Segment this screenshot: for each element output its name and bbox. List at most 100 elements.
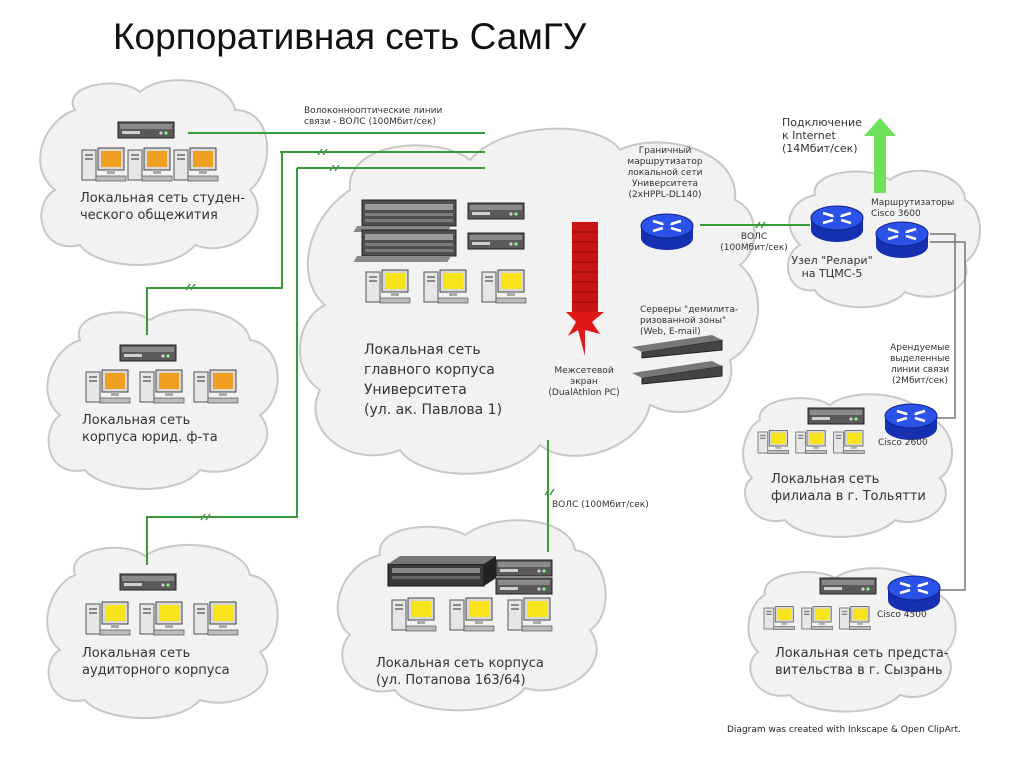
text-line: Университета <box>631 179 699 189</box>
text-line: (14Мбит/сек) <box>782 142 858 155</box>
text-line: аудиторного корпуса <box>82 663 230 678</box>
text-line: Волоконнооптические линии <box>304 106 443 116</box>
server-icon <box>387 556 496 587</box>
text-line: ризованной зоны" <box>640 316 727 326</box>
workstation-icon <box>757 430 790 455</box>
workstation-icon <box>193 369 239 404</box>
workstation-icon <box>507 597 553 632</box>
workstation-icon <box>795 430 827 455</box>
credit-text: Diagram was created with Inkscape & Open… <box>727 725 961 735</box>
workstation-icon <box>481 269 527 304</box>
workstation-icon <box>127 147 173 182</box>
server-icon <box>632 361 723 385</box>
server-icon <box>119 573 177 591</box>
page-title: Корпоративная сеть СамГУ <box>113 16 587 57</box>
text-line: Маршрутизаторы <box>871 198 955 208</box>
text-line: Граничный <box>638 146 692 156</box>
server-icon <box>495 577 553 595</box>
text-line: экран <box>570 377 598 387</box>
togliatti-label: Локальная сеть филиала в г. Тольятти <box>771 471 926 505</box>
text-line: связи - ВОЛС (100Мбит/сек) <box>304 117 437 127</box>
workstation-icon <box>85 601 131 636</box>
workstation-icon <box>139 369 185 404</box>
server-icon <box>807 407 865 425</box>
text-line: (ул. Потапова 163/64) <box>376 673 526 688</box>
text-line: вительства в г. Сызрань <box>775 663 943 678</box>
vols-bottom-label: ВОЛС (100Мбит/сек) <box>552 500 649 510</box>
server-icon <box>819 577 877 595</box>
text-line: к Internet <box>782 129 836 142</box>
auditorium-label: Локальная сеть аудиторного корпуса <box>82 645 230 679</box>
internet-arrow-icon <box>864 118 896 193</box>
routers-label: Маршрутизаторы Cisco 3600 <box>871 198 954 220</box>
firewall-icon <box>566 222 604 356</box>
text-line: Университета <box>364 382 467 398</box>
text-line: Cisco 3600 <box>871 209 921 219</box>
text-line: (DualAthlon PC) <box>548 388 620 398</box>
server-icon <box>119 344 177 362</box>
law-label: Локальная сеть корпуса юрид. ф-та <box>82 412 218 446</box>
text-line: выделенные <box>890 354 950 364</box>
workstation-icon <box>833 430 865 455</box>
router-icon <box>639 212 695 252</box>
router-icon <box>886 574 942 614</box>
firewall-label: Межсетевой экран (DualAthlon PC) <box>540 366 628 399</box>
border-router-label: Граничный маршрутизатор локальной сети У… <box>624 146 706 201</box>
text-line: (Web, E-mail) <box>640 327 701 337</box>
workstation-icon <box>449 597 495 632</box>
server-icon <box>467 202 525 220</box>
text-line: Локальная сеть <box>771 472 880 487</box>
text-line: Локальная сеть корпуса <box>376 656 544 671</box>
text-line: ческого общежития <box>80 208 218 223</box>
text-line: (100Мбит/сек) <box>720 243 788 253</box>
dorm-label: Локальная сеть студен- ческого общежития <box>80 190 245 224</box>
workstation-icon <box>139 601 185 636</box>
text-line: Межсетевой <box>554 366 614 376</box>
fiber-lines <box>146 132 810 565</box>
server-icon <box>495 559 553 577</box>
text-line: главного корпуса <box>364 362 495 378</box>
text-line: Серверы "демилита- <box>640 305 739 315</box>
workstation-icon <box>423 269 469 304</box>
workstation-icon <box>81 147 127 182</box>
text-line: корпуса юрид. ф-та <box>82 430 218 445</box>
cisco4500-label: Cisco 4500 <box>877 610 927 620</box>
router-icon <box>874 220 930 260</box>
main-label: Локальная сеть главного корпуса Универси… <box>364 340 502 420</box>
text-line: филиала в г. Тольятти <box>771 489 926 504</box>
text-line: Локальная сеть студен- <box>80 191 246 206</box>
internet-label: Подключение к Internet (14Мбит/сек) <box>782 116 862 155</box>
workstation-icon <box>763 606 796 631</box>
workstation-icon <box>85 369 131 404</box>
fiber-breaks <box>185 148 766 521</box>
text-line: Локальная сеть <box>82 413 191 428</box>
text-line: линии связи <box>890 365 950 375</box>
server-icon <box>353 229 457 263</box>
text-line: Локальная сеть <box>82 646 191 661</box>
workstation-icon <box>173 147 219 182</box>
leased-label: Арендуемые выделенные линии связи (2Мбит… <box>885 343 955 387</box>
dmz-label: Серверы "демилита- ризованной зоны" (Web… <box>640 305 738 338</box>
workstation-icon <box>839 606 871 631</box>
text-line: Подключение <box>782 116 862 129</box>
server-icon <box>467 232 525 250</box>
workstation-icon <box>193 601 239 636</box>
relarn-label: Узел "Релари" на ТЦМС-5 <box>784 254 880 280</box>
cisco2600-label: Cisco 2600 <box>878 438 928 448</box>
syzran-label: Локальная сеть предста- вительства в г. … <box>775 645 949 679</box>
text-line: маршрутизатор <box>627 157 703 167</box>
text-line: ВОЛС <box>740 232 768 242</box>
text-line: Локальная сеть <box>364 342 481 358</box>
text-line: Локальная сеть предста- <box>775 646 949 661</box>
vols-link-label: ВОЛС (100Мбит/сек) <box>712 232 796 254</box>
server-icon <box>632 335 723 359</box>
leased-lines <box>930 233 966 591</box>
fiber-lines-label: Волоконнооптические линии связи - ВОЛС (… <box>304 106 442 128</box>
text-line: Арендуемые <box>890 343 950 353</box>
text-line: (2Мбит/сек) <box>891 376 949 386</box>
workstation-icon <box>801 606 833 631</box>
server-icon <box>353 199 457 233</box>
router-icon <box>883 402 939 442</box>
server-icon <box>117 121 175 139</box>
